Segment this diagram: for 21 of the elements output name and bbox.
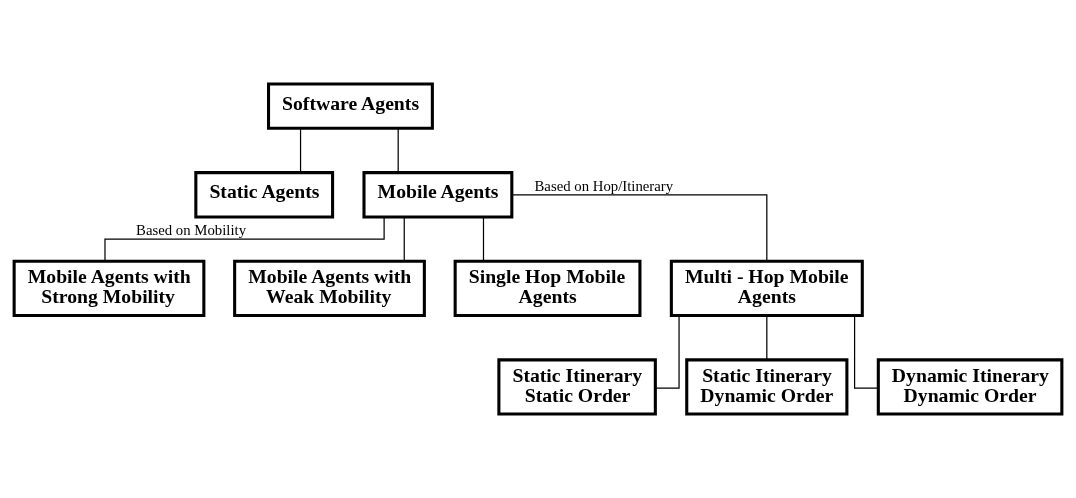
connector (853, 315, 879, 389)
node-box: Single Hop Mobile Agents (453, 259, 642, 318)
edge-label: Based on Hop/Itinerary (534, 177, 674, 194)
node-box: Mobile Agents with Strong Mobility (12, 259, 206, 318)
edge-label: Based on Mobility (136, 221, 247, 238)
node-box: Dynamic Itinerary Dynamic Order (876, 358, 1064, 416)
node-box: Static Itinerary Static Order (497, 358, 657, 416)
node-box: Static Agents (194, 171, 335, 219)
connector (766, 315, 768, 361)
connector (482, 216, 485, 262)
node-box: Mobile Agents (362, 171, 514, 219)
connector (403, 216, 405, 262)
connector (104, 216, 385, 262)
node-box: Multi - Hop Mobile Agents (669, 259, 864, 318)
connector (511, 194, 768, 262)
node-box: Mobile Agents with Weak Mobility (233, 259, 426, 318)
connector (654, 315, 680, 389)
connector (299, 127, 302, 173)
node-box: Static Itinerary Dynamic Order (685, 358, 849, 416)
node-box: Software Agents (267, 82, 434, 130)
connector (397, 127, 399, 173)
